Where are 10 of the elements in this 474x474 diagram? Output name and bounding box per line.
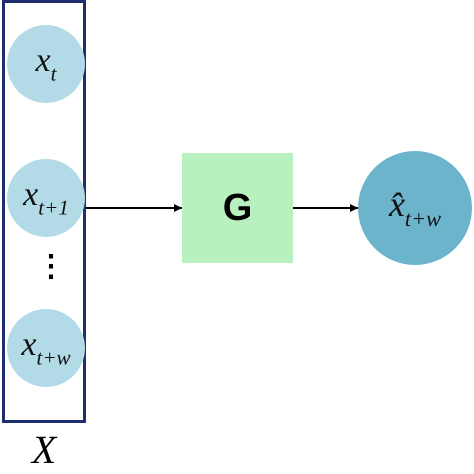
group-label: X xyxy=(30,428,58,472)
process-box xyxy=(182,153,293,263)
node-label: G xyxy=(222,186,252,230)
arrow xyxy=(293,204,358,212)
arrow xyxy=(86,204,182,212)
variable-label: x$_{t}$ xyxy=(36,42,56,86)
variable-label: x$_{t+1}$ xyxy=(23,176,69,220)
ellipsis-label: ⋮ xyxy=(36,252,66,282)
variable-label: x$_{t+w}$ xyxy=(21,326,71,370)
variable-label: x̂$_{t+w}$ xyxy=(388,183,442,233)
